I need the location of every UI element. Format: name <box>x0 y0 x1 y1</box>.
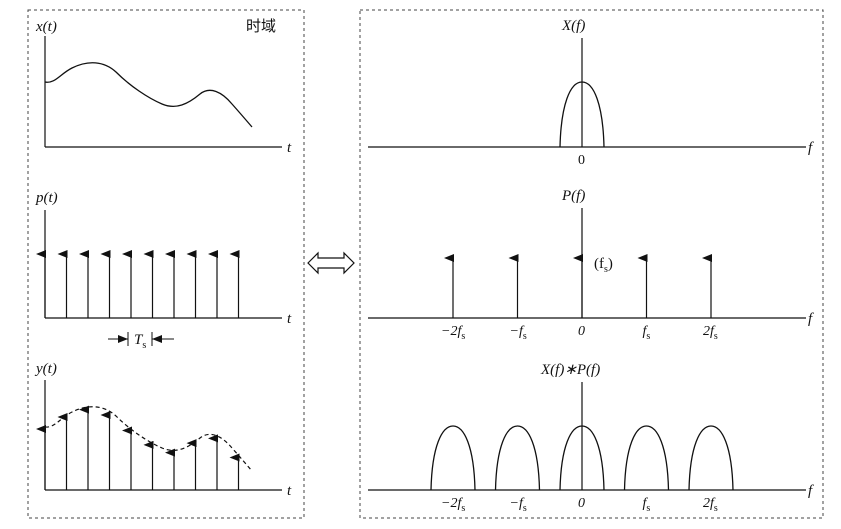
period-label: Ts <box>134 332 146 351</box>
spectrum-p-label: P(f) <box>561 188 585 204</box>
frequency-tick-label: −2fs <box>441 496 465 514</box>
spectrum-p-impulses <box>444 254 712 318</box>
spectrum-x-lobe <box>559 81 605 148</box>
y-signal-time-axis-label: t <box>287 483 292 499</box>
replicated-spectrum-lobe <box>688 425 734 491</box>
frequency-tick-label: 2fs <box>703 496 718 514</box>
x-signal-label: x(t) <box>35 19 57 35</box>
impulse-weight-label: (fs) <box>594 256 613 275</box>
spectrum-y-ticks: −2fs −fs 0 fs 2fs <box>441 496 718 514</box>
frequency-tick-label: −2fs <box>441 324 465 342</box>
x-signal-time-axis-label: t <box>287 140 292 156</box>
spectrum-x-label: X(f) <box>561 18 585 34</box>
spectrum-x-zero-tick: 0 <box>578 153 585 168</box>
spectrum-y-frequency-axis-label: f <box>808 483 814 499</box>
frequency-domain-panel <box>359 9 824 519</box>
x-signal-curve <box>44 62 253 128</box>
y-signal-label: y(t) <box>34 361 57 377</box>
frequency-tick-label: fs <box>643 496 651 514</box>
spectrum-x-frequency-axis-label: f <box>808 140 814 156</box>
frequency-tick-label: 0 <box>578 496 585 511</box>
transform-double-arrow-icon <box>307 251 355 275</box>
p-signal-time-axis-label: t <box>287 311 292 327</box>
frequency-tick-label: 0 <box>578 324 585 339</box>
time-domain-label: 时域 <box>246 17 276 35</box>
replicated-spectrum-lobe <box>430 425 476 491</box>
frequency-tick-label: 2fs <box>703 324 718 342</box>
time-domain-panel <box>27 9 305 519</box>
spectrum-p-ticks: −2fs −fs 0 fs 2fs <box>441 324 718 342</box>
spectrum-p-frequency-axis-label: f <box>808 311 814 327</box>
y-signal-envelope <box>44 406 253 472</box>
spectrum-y-lobes <box>430 425 734 491</box>
frequency-tick-label: −fs <box>510 324 527 342</box>
replicated-spectrum-lobe <box>494 425 541 491</box>
impulse-train <box>36 250 240 318</box>
sampled-impulses <box>36 405 240 490</box>
p-signal-label: p(t) <box>35 190 58 206</box>
frequency-tick-label: fs <box>643 324 651 342</box>
replicated-spectrum-lobe <box>623 425 670 491</box>
replicated-spectrum-lobe <box>559 425 605 491</box>
frequency-tick-label: −fs <box>510 496 527 514</box>
spectrum-y-label: X(f)∗P(f) <box>540 362 600 378</box>
